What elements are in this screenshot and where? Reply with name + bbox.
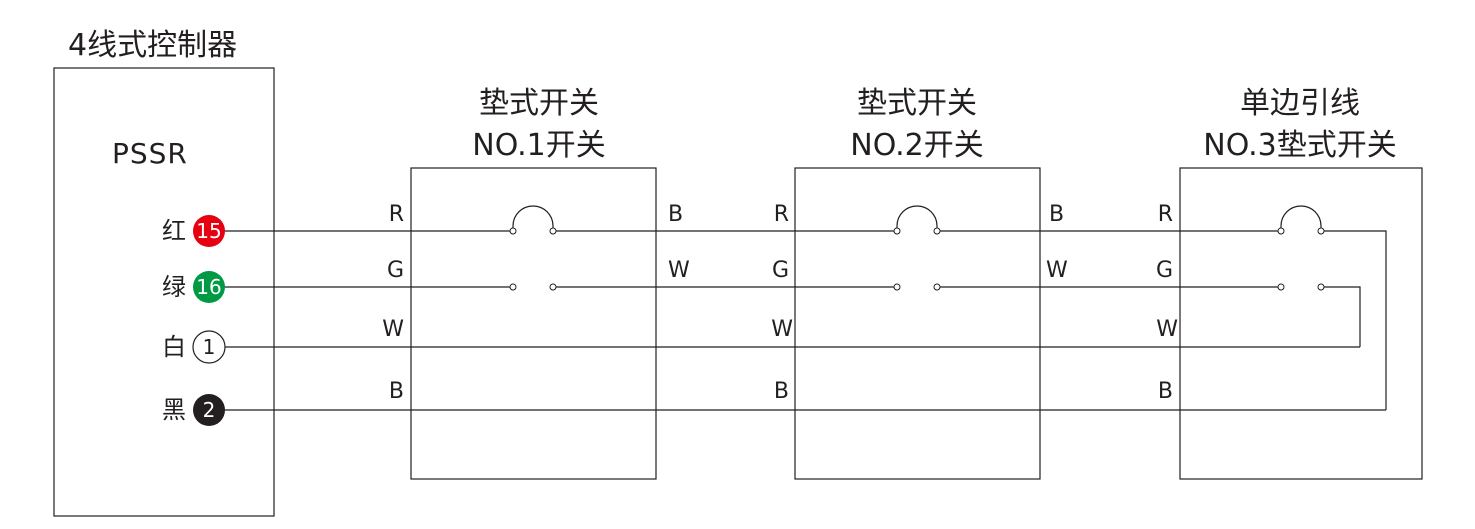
terminal-number: 1 [203,335,216,359]
switch-3-contact-arc [1280,205,1322,231]
wire-loop-red-black [1321,230,1387,410]
terminal-white: 白 1 [162,330,226,364]
terminal-circle [193,215,225,247]
contact-dot [509,227,517,235]
switch-1-subtitle: NO.1开关 [472,128,605,163]
switch-3-box [1179,167,1423,480]
terminal-label: 绿 [162,273,186,301]
switch-2-contact-arc [896,205,938,231]
terminal-number: 2 [203,398,216,422]
switch-2-pin-w: W [771,317,793,342]
contact-dot [1277,283,1285,291]
switch-2-subtitle: NO.2开关 [850,128,983,163]
wire-loop-green-white [1321,286,1361,347]
switch-3-pin-g: G [1156,258,1173,283]
terminal-circle [193,271,225,303]
switch-1-pin-r: R [389,202,404,227]
switch-3-pin-r: R [1158,202,1173,227]
switch-2-pin-g: G [772,258,789,283]
terminal-number: 16 [196,275,221,299]
switch-2-box [794,167,1041,480]
switch-1-pin-g: G [387,258,404,283]
contact-dot [549,283,557,291]
terminal-red: 红 15 [162,215,225,247]
switch-1-contact-arc [512,205,554,231]
terminal-circle [193,394,225,426]
terminal-green: 绿 16 [162,271,225,303]
contact-dot [893,227,901,235]
switch-2-pin-b: B [774,379,789,404]
contact-dot [549,227,557,235]
terminal-number: 15 [196,219,221,243]
switch-2-pin-out-b: B [1049,202,1064,227]
switch-3-title: 单边引线 [1240,86,1360,121]
contact-dot [1317,227,1325,235]
contact-dot [893,283,901,291]
controller-title: 4线式控制器 [68,28,237,63]
switch-1-pin-w: W [382,317,404,342]
switch-2-title: 垫式开关 [857,86,977,121]
switch-2-pin-out-w: W [1046,258,1068,283]
switch-1-title: 垫式开关 [479,86,599,121]
switch-3-subtitle: NO.3垫式开关 [1203,128,1396,163]
contact-dot [1277,227,1285,235]
switch-1-pin-b: B [389,379,404,404]
controller-box [53,67,275,517]
switch-3-pin-w: W [1156,317,1178,342]
controller-model: PSSR [112,137,188,170]
contact-dot [509,283,517,291]
terminal-label: 白 [162,333,186,361]
terminal-black: 黑 2 [162,394,225,426]
contact-dot [1317,283,1325,291]
switch-3-pin-b: B [1158,379,1173,404]
terminal-label: 黑 [162,396,186,424]
contact-dot [933,283,941,291]
switch-1-pin-out-w: W [668,258,690,283]
switch-1-box [410,167,657,480]
terminal-label: 红 [162,217,186,245]
switch-2-pin-r: R [774,202,789,227]
switch-1-pin-out-b: B [668,202,683,227]
contact-dot [933,227,941,235]
